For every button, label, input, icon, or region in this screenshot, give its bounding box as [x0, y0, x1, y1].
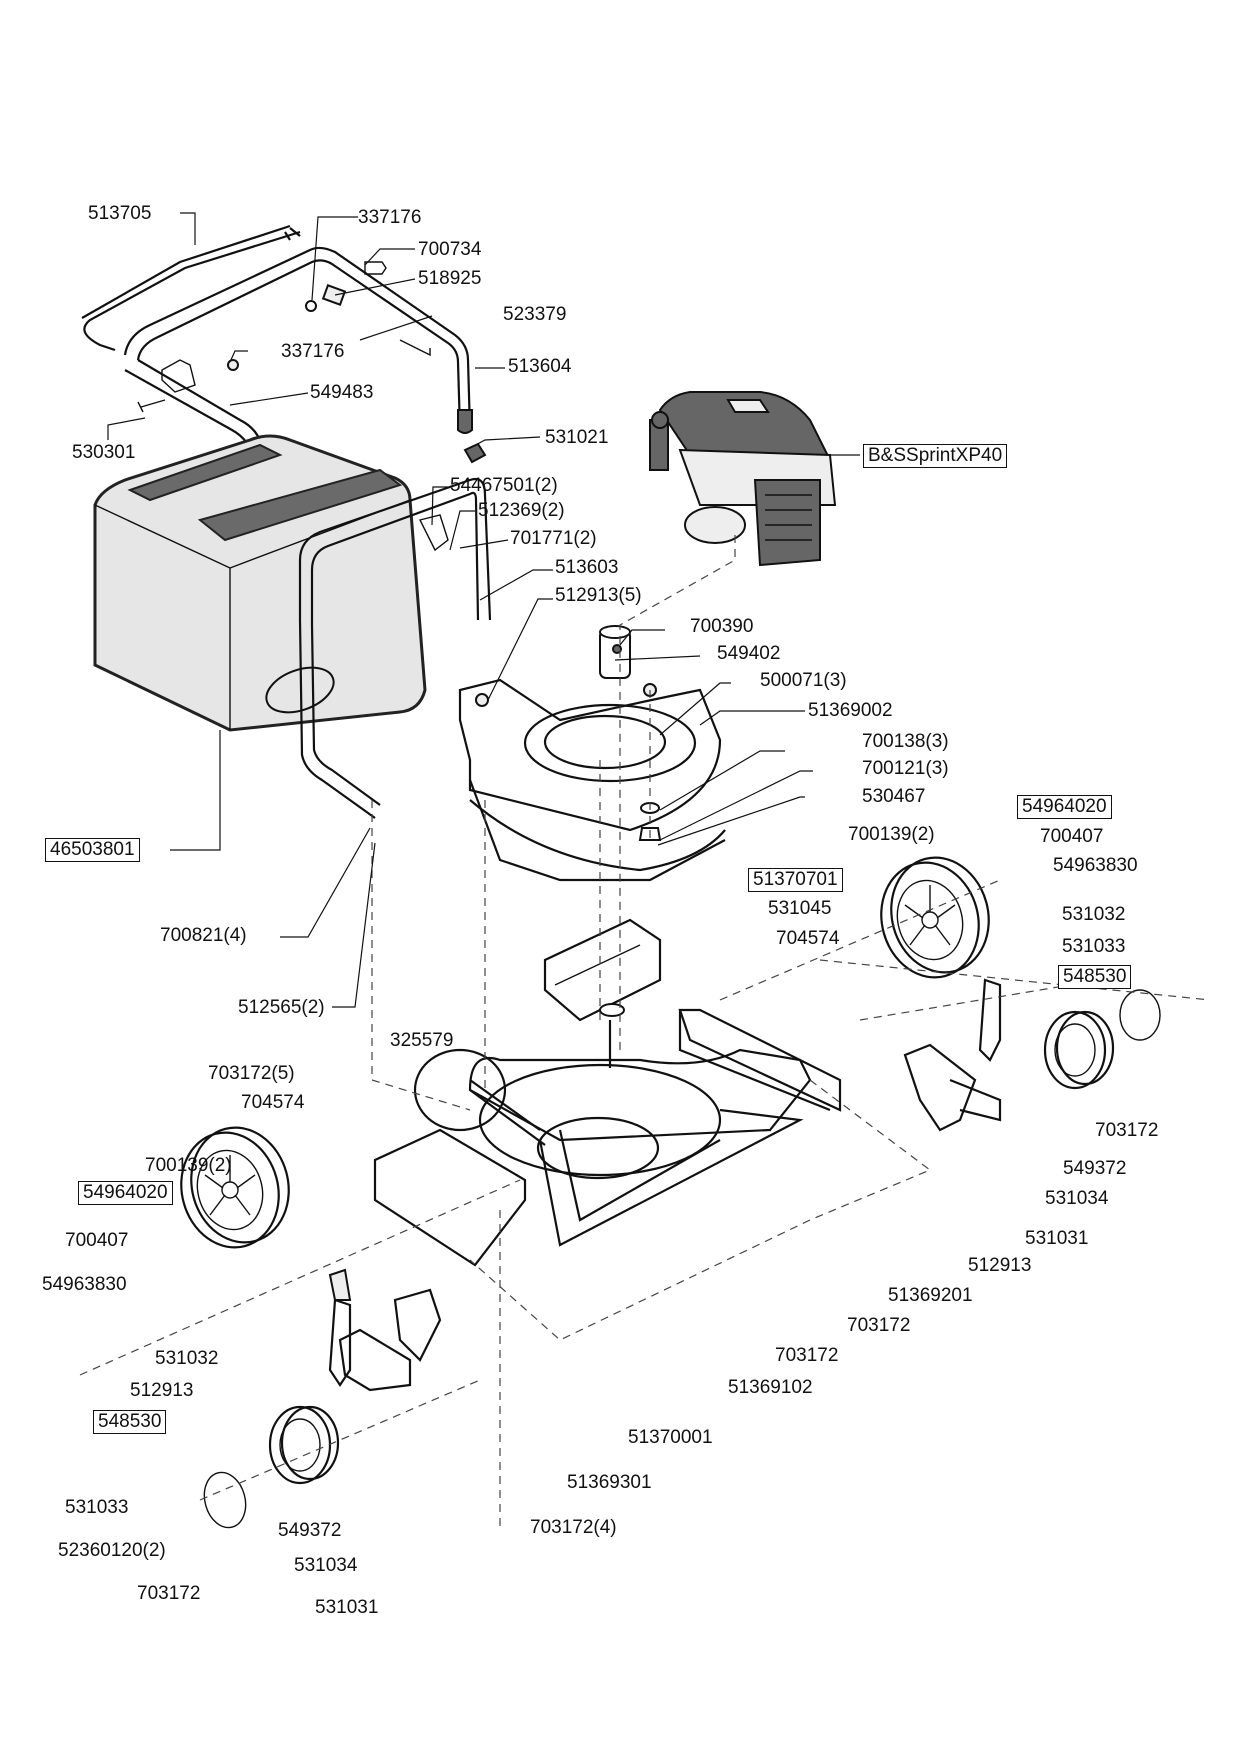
part-label-513604: 513604: [508, 356, 572, 377]
part-label-52360120: 52360120(2): [58, 1540, 166, 1561]
part-label-512565: 512565(2): [238, 997, 325, 1018]
part-label-531031-left: 531031: [315, 1597, 379, 1618]
part-label-531033-left: 531033: [65, 1497, 129, 1518]
part-label-700821: 700821(4): [160, 925, 247, 946]
part-label-549372-right: 549372: [1063, 1158, 1127, 1179]
side-frame-51369201: [678, 1008, 842, 1112]
left-rear-wheel-548530: [203, 1405, 340, 1529]
part-label-700138: 700138(3): [862, 731, 949, 752]
part-label-512913-left: 512913: [130, 1380, 194, 1401]
part-label-54963830-left: 54963830: [42, 1274, 127, 1295]
part-label-500071: 500071(3): [760, 670, 847, 691]
part-label-513603: 513603: [555, 557, 619, 578]
right-rear-wheel-548530: [1043, 989, 1161, 1090]
part-label-703172-right: 703172: [1095, 1120, 1159, 1141]
assembly-lines: [79, 535, 1211, 1530]
part-label-700734: 700734: [418, 239, 482, 260]
part-label-703172-a: 703172: [847, 1315, 911, 1336]
part-label-531031-right: 531031: [1025, 1228, 1089, 1249]
part-label-513705: 513705: [88, 203, 152, 224]
part-label-512913-right: 512913: [968, 1255, 1032, 1276]
part-label-703172-left: 703172: [137, 1583, 201, 1604]
part-label-46503801: 46503801: [45, 838, 140, 862]
part-label-531034-left: 531034: [294, 1555, 358, 1576]
part-label-54964020-right: 54964020: [1017, 795, 1112, 819]
part-label-531021: 531021: [545, 427, 609, 448]
side-frame-51369301: [373, 1128, 527, 1267]
left-wheel-54964020: [180, 1126, 290, 1249]
leader-lines: [107, 212, 860, 1008]
part-label-531034-right: 531034: [1045, 1188, 1109, 1209]
part-label-700139-right: 700139(2): [848, 824, 935, 845]
part-label-700407-right: 700407: [1040, 826, 1104, 847]
part-label-531045: 531045: [768, 898, 832, 919]
engine-label: B&SSprintXP40: [863, 444, 1008, 468]
part-label-704574-left: 704574: [241, 1092, 305, 1113]
engine-B-S-sprint-XP40: [649, 391, 837, 567]
part-label-531032-left: 531032: [155, 1348, 219, 1369]
fan-housing-51369002: [458, 625, 726, 882]
part-label-701771: 701771(2): [510, 528, 597, 549]
part-label-54964020-left: 54964020: [78, 1181, 173, 1205]
part-label-530301: 530301: [72, 442, 136, 463]
part-label-325579: 325579: [390, 1030, 454, 1051]
part-label-337176: 337176: [281, 341, 345, 362]
part-label-51369301: 51369301: [567, 1472, 652, 1493]
right-wheel-54964020: [880, 856, 990, 979]
lower-housing-51369102: [413, 1048, 812, 1247]
part-label-548530-left: 548530: [93, 1410, 167, 1434]
part-label-512369: 512369(2): [478, 500, 565, 521]
part-label-549402: 549402: [717, 643, 781, 664]
part-label-549372-left: 549372: [278, 1520, 342, 1541]
part-label-700407-left: 700407: [65, 1230, 129, 1251]
handle-hardware: [137, 261, 487, 464]
part-label-703172-b: 703172: [775, 1345, 839, 1366]
part-label-703172-4: 703172(4): [530, 1517, 617, 1538]
right-height-adjuster-531031: [903, 978, 1002, 1132]
part-label-54467501: 54467501(2): [450, 475, 558, 496]
part-label-531032-right: 531032: [1062, 904, 1126, 925]
collection-bag-46503801: [93, 434, 427, 732]
part-label-51370001: 51370001: [628, 1427, 713, 1448]
left-height-adjuster-531031: [328, 1268, 442, 1392]
part-label-337176: 337176: [358, 207, 422, 228]
middle-handle-513603: [298, 477, 492, 819]
part-label-700139-left: 700139(2): [145, 1155, 232, 1176]
blade-51370701: [543, 918, 662, 1068]
part-label-51369002: 51369002: [808, 700, 893, 721]
part-label-548530-right: 548530: [1058, 965, 1132, 989]
part-label-523379: 523379: [503, 304, 567, 325]
upper-handle-513705: [81, 224, 301, 352]
part-label-54963830-right: 54963830: [1053, 855, 1138, 876]
part-label-51370701: 51370701: [748, 868, 843, 892]
part-label-51369201: 51369201: [888, 1285, 973, 1306]
part-label-700121: 700121(3): [862, 758, 949, 779]
part-label-512913-5: 512913(5): [555, 585, 642, 606]
part-label-530467: 530467: [862, 786, 926, 807]
part-label-51369102: 51369102: [728, 1377, 813, 1398]
part-label-700390: 700390: [690, 616, 754, 637]
part-label-703172-5: 703172(5): [208, 1063, 295, 1084]
part-label-518925: 518925: [418, 268, 482, 289]
part-label-704574-right: 704574: [776, 928, 840, 949]
part-label-531033-right: 531033: [1062, 936, 1126, 957]
part-label-549483: 549483: [310, 382, 374, 403]
